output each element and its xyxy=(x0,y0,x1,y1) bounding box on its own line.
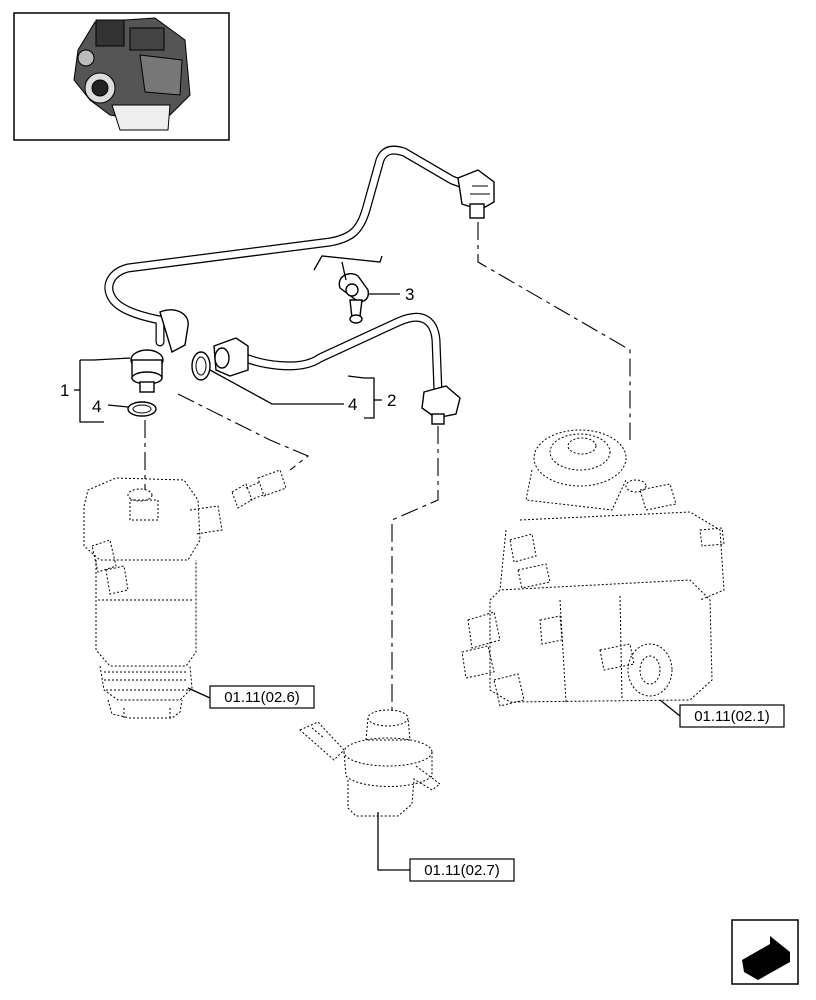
ref-box-filter[interactable]: 01.11(02.6) xyxy=(187,685,315,709)
ref-text-pump: 01.11(02.1) xyxy=(694,708,770,725)
banjo-fitting-filter-end xyxy=(130,309,189,393)
callout-4-left: 4 xyxy=(92,397,101,416)
callout-leaders xyxy=(74,255,400,423)
callout-1: 1 xyxy=(60,381,69,400)
pipe-clip xyxy=(338,272,370,324)
injection-pump-ghost xyxy=(461,429,725,707)
callout-4-right: 4 xyxy=(348,395,357,414)
callout-2: 2 xyxy=(387,391,396,410)
fuel-filter-ghost xyxy=(83,477,223,720)
lift-pump-ghost xyxy=(299,709,441,817)
assembly-centerlines xyxy=(144,222,631,712)
callout-3: 3 xyxy=(405,285,414,304)
next-page-arrow-icon[interactable] xyxy=(731,919,799,985)
ref-box-pump[interactable]: 01.11(02.1) xyxy=(659,699,785,728)
fuel-pipe-1 xyxy=(104,145,473,347)
engine-thumbnail-icon[interactable] xyxy=(13,12,230,141)
banjo-fitting-pipe2-left xyxy=(213,337,249,377)
ref-box-lift-pump[interactable]: 01.11(02.7) xyxy=(377,812,515,882)
ref-text-lift-pump: 01.11(02.7) xyxy=(424,862,500,879)
ref-text-filter: 01.11(02.6) xyxy=(224,689,300,706)
o-ring-right xyxy=(191,351,211,381)
banjo-fitting-pipe2-right xyxy=(421,385,461,425)
o-ring-left xyxy=(127,401,157,417)
union-fitting xyxy=(231,469,287,509)
fuel-pipe-2 xyxy=(233,313,443,397)
banjo-fitting-pump-end xyxy=(457,169,495,219)
